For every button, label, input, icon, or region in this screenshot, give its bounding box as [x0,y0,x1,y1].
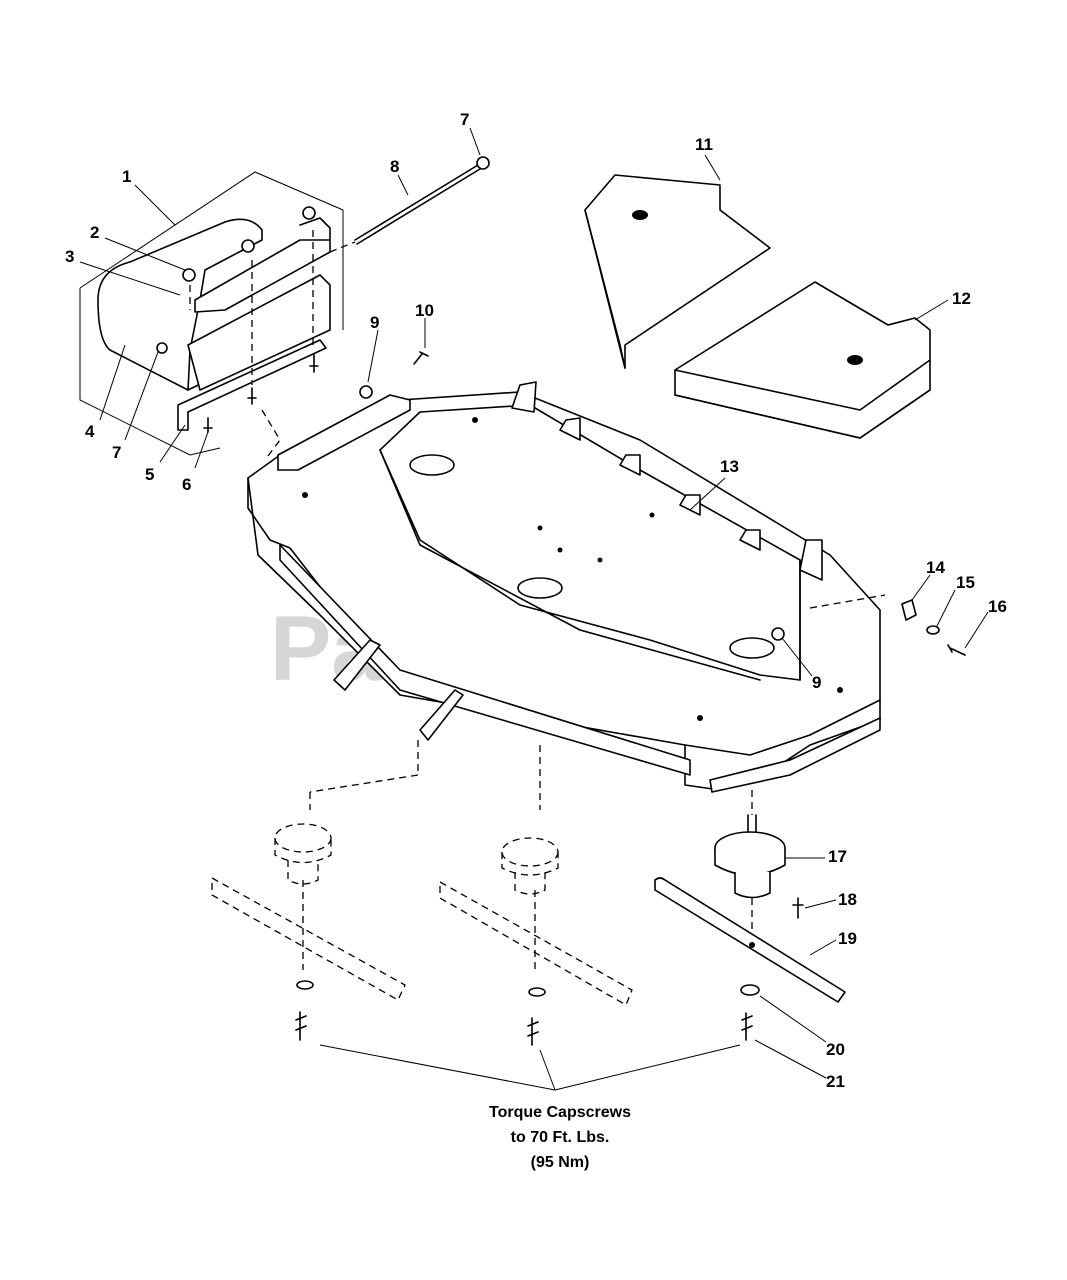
callout-7-chute-nut: 7 [112,443,121,462]
belt-cover-left [584,174,771,369]
nut-icon [241,239,255,253]
callout-12: 12 [952,289,971,308]
nut-icon [771,627,785,641]
torque-note-line-1: Torque Capscrews [489,1104,631,1121]
discharge-chute-assembly [79,156,490,456]
callout-9-guard: 9 [370,313,379,332]
nut-icon [359,385,373,399]
screw-icon [947,644,966,656]
callout-9-deck: 9 [812,673,821,692]
callout-18: 18 [838,890,857,909]
callout-16: 16 [988,597,1007,616]
screw-icon [247,387,257,405]
torque-note: Torque Capscrews to 70 Ft. Lbs. (95 Nm) [489,1104,631,1171]
callout-20: 20 [826,1040,845,1059]
callout-3: 3 [65,247,74,266]
callout-15: 15 [956,573,975,592]
callout-6: 6 [182,475,191,494]
washer-icon [926,625,940,635]
mower-deck [247,351,881,793]
callout-5: 5 [145,465,154,484]
screw-icon [203,417,213,433]
callout-13: 13 [720,457,739,476]
torque-note-line-2: to 70 Ft. Lbs. [511,1129,610,1146]
nut-icon [182,268,196,282]
callout-10: 10 [415,301,434,320]
capscrew-icon [792,897,804,919]
callout-11: 11 [695,135,713,154]
belt-cover-right [674,281,931,439]
torque-note-leaders [319,1044,741,1091]
callout-1: 1 [122,167,131,186]
clip-icon [901,599,917,621]
nut-icon [476,156,490,170]
capscrew-icon [741,1012,753,1041]
callout-7-rod-nut: 7 [460,110,469,129]
spindle-assemblies [211,740,846,1046]
callout-17: 17 [828,847,847,866]
deck-hardware [901,599,966,656]
callout-leaders [79,127,989,1079]
screw-icon [309,354,319,373]
torque-note-line-3: (95 Nm) [531,1154,590,1171]
screw-icon [413,351,429,365]
callout-2: 2 [90,223,99,242]
capscrew-icon [527,1017,539,1046]
belt-covers [584,174,931,439]
callout-8: 8 [390,157,399,176]
nut-icon [302,206,316,220]
capscrew-icon [295,1011,307,1041]
callout-21: 21 [826,1072,845,1091]
callout-19: 19 [838,929,857,948]
nut-icon [156,342,168,354]
callout-labels: 1 2 3 4 5 6 7 7 8 9 9 10 11 12 13 14 15 … [65,110,1007,1091]
callout-4: 4 [85,422,95,441]
callout-14: 14 [926,558,945,577]
